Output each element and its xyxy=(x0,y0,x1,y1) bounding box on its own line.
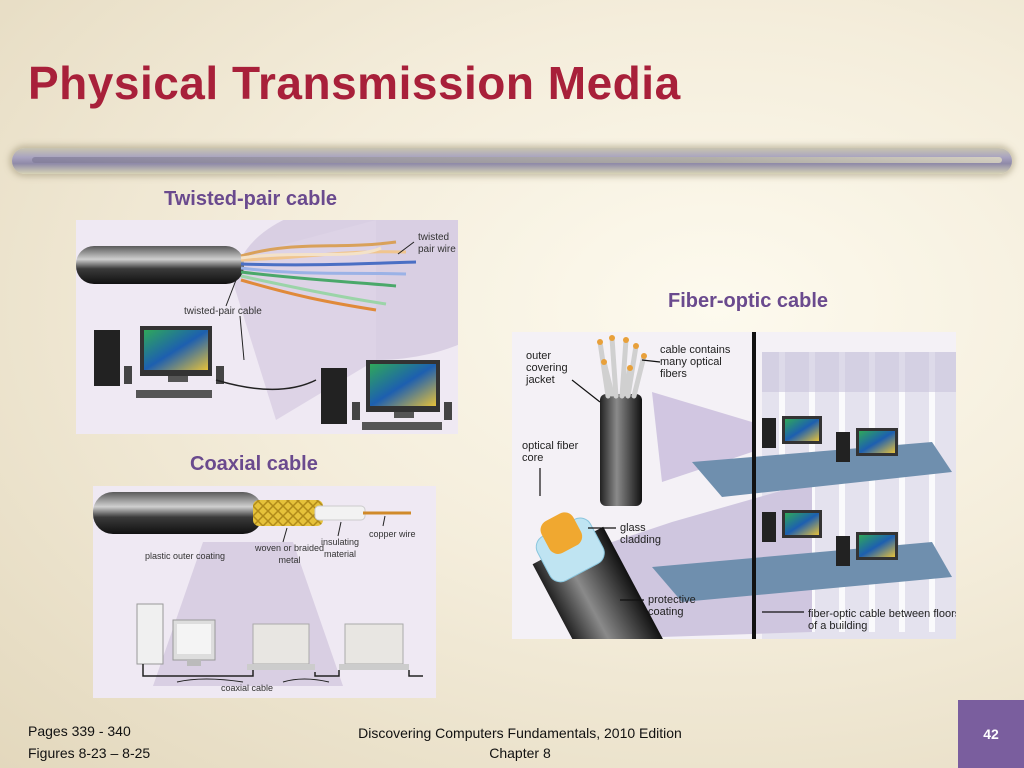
twisted-pair-caption: Twisted-pair cable xyxy=(164,188,338,210)
footer-pages: Pages 339 - 340 xyxy=(28,723,131,739)
fiber-bundle-jacket xyxy=(600,394,642,506)
label-insulating-material: insulating material xyxy=(321,537,360,559)
label-many-optical-fibers: cable contains many optical fibers xyxy=(660,344,731,380)
label-twisted-pair-wire: twisted pair wire xyxy=(418,232,456,255)
footer-book-title: Discovering Computers Fundamentals, 2010… xyxy=(358,725,682,741)
fiber-optic-figure: outer covering jacket cable contains man… xyxy=(512,332,956,639)
twisted-pair-figure: twisted pair wire twisted-pair cable xyxy=(76,220,458,434)
coaxial-caption: Coaxial cable xyxy=(190,453,318,475)
title-divider xyxy=(12,148,1012,174)
page-number: 42 xyxy=(958,700,1024,768)
label-plastic-outer-coating: plastic outer coating xyxy=(145,551,226,561)
label-outer-covering-jacket: outer covering jacket xyxy=(526,350,568,386)
label-protective-coating: protective coating xyxy=(648,594,696,618)
laptop-icon xyxy=(339,623,409,670)
label-glass-cladding: glass cladding xyxy=(620,522,661,546)
label-twisted-pair-cable: twisted-pair cable xyxy=(184,306,262,317)
coaxial-figure: copper wire insulating material woven or… xyxy=(93,486,436,698)
label-woven-braided-metal: woven or braided metal xyxy=(255,543,325,565)
slide-title: Physical Transmission Media xyxy=(28,57,681,109)
fiber-optic-illustration xyxy=(532,332,956,639)
desktop-computer-icon xyxy=(94,326,224,398)
twisted-pair-illustration xyxy=(76,220,458,430)
footer-chapter: Chapter 8 xyxy=(489,745,551,761)
footer-references: Pages 339 - 340 Figures 8-23 – 8-25 xyxy=(28,720,150,764)
desktop-computer-icon xyxy=(321,360,452,430)
laptop-icon xyxy=(247,623,315,670)
label-fiber-between-floors: fiber-optic cable between floors of a bu… xyxy=(808,608,956,632)
label-coaxial-cable: coaxial cable xyxy=(221,683,274,693)
vertical-fiber-cable xyxy=(752,332,756,639)
fiber-optic-caption: Fiber-optic cable xyxy=(668,290,829,312)
footer-figures: Figures 8-23 – 8-25 xyxy=(28,745,151,761)
coaxial-illustration xyxy=(93,492,423,686)
desktop-computer-icon xyxy=(136,603,216,666)
footer-book-info: Discovering Computers Fundamentals, 2010… xyxy=(330,723,710,763)
label-optical-fiber-core: optical fiber core xyxy=(522,440,579,464)
label-copper-wire: copper wire xyxy=(369,529,416,539)
